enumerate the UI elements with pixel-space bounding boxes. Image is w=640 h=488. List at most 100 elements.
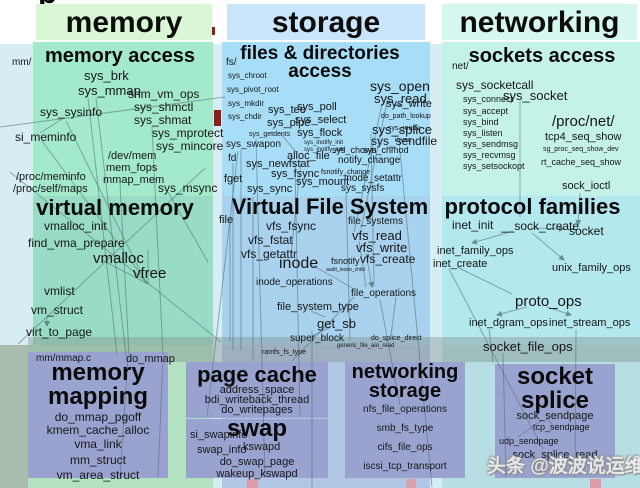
label-fget: fget xyxy=(224,173,243,185)
label-inode-setattr: inode_setattr xyxy=(344,173,402,184)
label-proc-self-maps: /proc/self/maps xyxy=(13,183,88,195)
label-sys-swapon: sys_swapon xyxy=(226,139,282,150)
label-dev-mem: /dev/mem xyxy=(108,150,157,162)
label-cifs-file-ops: cifs_file_ops xyxy=(377,442,433,453)
label-udp-sendpage: udp_sendpage xyxy=(499,436,559,446)
label-socket: socket xyxy=(516,363,594,390)
label-vfs-create: vfs_create xyxy=(360,252,416,266)
label-sys-msync: sys_msync xyxy=(158,181,218,195)
label-sys-flock: sys_flock xyxy=(297,127,343,139)
label-socket-file-ops: socket_file_ops xyxy=(483,339,573,354)
label-do-swap-page: do_swap_page xyxy=(219,456,295,468)
label-vmalloc: vmalloc xyxy=(93,250,144,267)
label-vm-area-struct: vm_area_struct xyxy=(56,468,140,482)
label-sock-ioctl: sock_ioctl xyxy=(562,180,611,192)
pink-strip-3 xyxy=(590,479,601,488)
label-sys-select: sys_select xyxy=(295,114,347,126)
label-memory: memory xyxy=(51,359,145,386)
label-sys-sendmsg: sys_sendmsg xyxy=(463,139,519,149)
label-sys-open: sys_open xyxy=(370,78,430,94)
memory-column-header: memory xyxy=(36,4,212,40)
label-bdi-writeback-thread: bdi_writeback_thread xyxy=(204,394,310,406)
label-sys-sync: sys_sync xyxy=(247,183,293,195)
vfs-panel xyxy=(222,196,430,345)
label-mapping: mapping xyxy=(48,383,148,410)
label-sys-connect: sys_connect xyxy=(463,94,514,104)
label-sys-chdir: sys_chdir xyxy=(228,112,262,121)
label-protocol-families: protocol families xyxy=(444,194,621,219)
label-sys-chown: sys_chown xyxy=(332,145,377,155)
label-files-directories: files & directories xyxy=(240,43,400,64)
label-find-vma-prepare: find_vma_prepare xyxy=(28,236,125,250)
label-audit-inode-child: audit_inode_child xyxy=(326,267,365,273)
label-do-mmap-pgoff: do_mmap_pgoff xyxy=(54,410,142,424)
label-file: file xyxy=(219,214,234,226)
label-sock-create: __sock_create xyxy=(501,219,580,233)
label-kswapd: kswapd xyxy=(243,441,281,453)
label-proc-net: /proc/net/ xyxy=(552,113,615,130)
label-nfs-file-operations: nfs_file_operations xyxy=(363,404,447,415)
label-inode-operations: inode_operations xyxy=(256,277,333,288)
label-inet-init: inet_init xyxy=(452,218,494,232)
label-splice: splice xyxy=(520,387,590,414)
label-sys-pipe: sys_pipe xyxy=(267,117,311,129)
label-fsnotify: fsnotify xyxy=(331,256,360,266)
label-smb-fs-type: smb_fs_type xyxy=(376,423,434,434)
label-sg-proc-seq-show-dev: sg_proc_seq_show_dev xyxy=(543,146,619,153)
label-sys-fsync: sys_fsync xyxy=(271,168,320,180)
label-sys-listen: sys_listen xyxy=(463,128,503,138)
label-sock-splice-read: sock_splice_read xyxy=(512,449,598,461)
label-sys-bind: sys_bind xyxy=(463,117,499,127)
label-super-block: super_block xyxy=(290,333,344,344)
label-sys-pivot-root: sys_pivot_root xyxy=(227,85,279,94)
label-generic-file-aio-read: generic_file_aio_read xyxy=(337,343,395,349)
label-mm: mm/ xyxy=(12,57,32,68)
protocol-panel xyxy=(442,196,640,345)
label-access: access xyxy=(288,61,352,82)
label-sys-chmod: sys_chmod xyxy=(363,145,409,155)
label-swap: swap xyxy=(226,415,288,442)
networking-column-header: networking xyxy=(442,4,637,40)
label-vfree: vfree xyxy=(133,265,167,282)
label-inet-dgram-ops: inet_dgram_ops xyxy=(469,317,548,329)
label-fs: fs/ xyxy=(226,57,237,68)
label-sys-mount: sys_mount xyxy=(296,176,350,188)
label-sock-sendpage: sock_sendpage xyxy=(516,410,594,422)
label-do-path-lookup: do_path_lookup xyxy=(381,113,431,120)
label-sys-setsockopt: sys_setsockopt xyxy=(463,161,525,171)
swap-box xyxy=(186,419,328,478)
label-vfs-fsync: vfs_fsync xyxy=(266,219,317,233)
label-vmlist: vmlist xyxy=(44,284,75,298)
label-vma-link: vma_link xyxy=(74,437,122,451)
label-sys-brk: sys_brk xyxy=(84,68,129,83)
label-get-sb: get_sb xyxy=(317,316,357,331)
label-tcp4-seq-show: tcp4_seq_show xyxy=(545,131,622,143)
label-proc-meminfo: /proc/meminfo xyxy=(16,171,86,183)
label-address-space: address_space xyxy=(219,384,295,396)
label-shm-vm-ops: shm_vm_ops xyxy=(128,87,200,101)
label-virt-to-page: virt_to_page xyxy=(26,325,93,339)
label-mm-struct: mm_struct xyxy=(69,453,126,467)
label-si-meminfo: si_meminfo xyxy=(15,130,77,144)
label-file-systems: file_systems xyxy=(348,216,404,227)
label-sys-newfstat: sys_newfstat xyxy=(246,158,310,170)
label-fsnotify-change: fsnotify_change xyxy=(321,169,371,176)
label-storage: storage xyxy=(368,380,442,402)
label-vfs-write: vfs_write xyxy=(356,240,408,255)
label-notify-change: notify_change xyxy=(338,155,401,166)
label-inode: inode xyxy=(279,255,319,272)
label-sys-tee: sys_tee xyxy=(268,104,306,116)
label-sys-shmctl: sys_shmctl xyxy=(134,100,194,114)
socket-splice-box xyxy=(495,364,615,478)
label-memory-access: memory access xyxy=(44,45,196,67)
label-sys-socket: sys_socket xyxy=(503,88,568,103)
label-swap-info: swap_info xyxy=(197,444,247,456)
label-do-mmap: do_mmap xyxy=(126,353,175,365)
sockets-panel xyxy=(442,42,640,196)
watermark-text: 头条 @波波说运维 xyxy=(487,456,640,477)
label-page-cache: page cache xyxy=(197,362,317,387)
label-sys-chroot: sys_chroot xyxy=(228,71,267,80)
label-do-writepages: do_writepages xyxy=(221,404,293,416)
